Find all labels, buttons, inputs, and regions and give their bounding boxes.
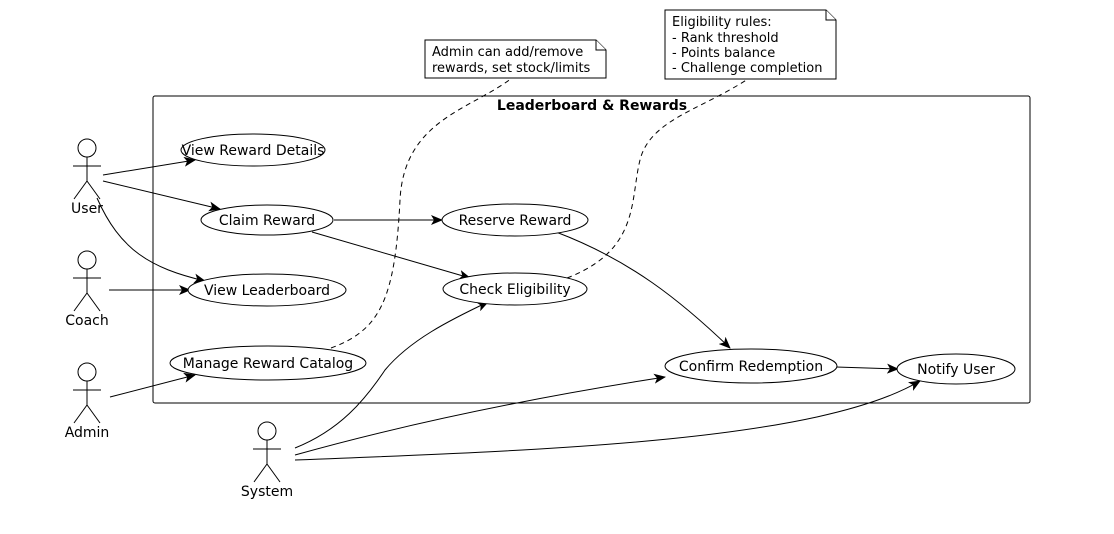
use-case-label: View Reward Details	[182, 143, 325, 159]
note-eligibility-line-1: Eligibility rules:	[672, 15, 772, 30]
use-case-label: Notify User	[917, 362, 995, 378]
edge-system-check-eligibility	[294, 301, 489, 449]
actor-coach[interactable]: Coach	[65, 250, 109, 329]
use-case-view-reward-details[interactable]: View Reward Details	[180, 133, 326, 167]
use-case-check-eligibility[interactable]: Check Eligibility	[442, 272, 588, 306]
note-eligibility-line-2: - Rank threshold	[672, 31, 779, 46]
edge-reserve-confirm	[555, 231, 731, 349]
use-case-label: Claim Reward	[219, 213, 315, 229]
note-link-admin	[330, 77, 513, 349]
use-case-manage-reward-catalog[interactable]: Manage Reward Catalog	[169, 345, 367, 381]
actor-label: Coach	[65, 313, 109, 329]
edge-user-view-leaderboard	[96, 197, 206, 284]
note-link-eligibility	[566, 78, 749, 279]
actor-label: User	[71, 201, 103, 217]
actor-system[interactable]: System	[241, 421, 293, 500]
use-case-notify-user[interactable]: Notify User	[896, 353, 1016, 385]
note-admin-line-2: rewards, set stock/limits	[432, 61, 591, 76]
system-boundary	[152, 95, 1031, 404]
edge-user-view-reward-details	[102, 156, 196, 176]
use-case-label: Reserve Reward	[459, 213, 572, 229]
actor-label: System	[241, 484, 293, 500]
use-case-label: View Leaderboard	[204, 283, 330, 299]
use-case-reserve-reward[interactable]: Reserve Reward	[441, 203, 589, 237]
use-case-label: Confirm Redemption	[679, 359, 823, 375]
note-admin: Admin can add/remove rewards, set stock/…	[424, 39, 607, 79]
use-case-confirm-redemption[interactable]: Confirm Redemption	[664, 348, 838, 384]
note-eligibility-line-4: - Challenge completion	[672, 61, 822, 76]
actor-admin[interactable]: Admin	[65, 362, 110, 441]
edge-claim-check-eligibility	[311, 231, 471, 280]
note-eligibility: Eligibility rules: - Rank threshold - Po…	[664, 9, 837, 80]
edge-system-notify	[294, 380, 921, 461]
use-case-view-leaderboard[interactable]: View Leaderboard	[187, 273, 347, 307]
edge-system-confirm	[294, 373, 666, 456]
actor-label: Admin	[65, 425, 110, 441]
note-admin-line-1: Admin can add/remove	[432, 45, 583, 60]
use-case-label: Check Eligibility	[459, 282, 570, 298]
edge-user-claim-reward	[102, 180, 221, 212]
note-eligibility-line-3: - Points balance	[672, 46, 775, 61]
edge-admin-manage-catalog	[109, 372, 196, 398]
system-title: Leaderboard & Rewards	[497, 98, 687, 114]
actor-user[interactable]: User	[71, 138, 103, 217]
edge-confirm-notify	[835, 363, 899, 374]
use-case-label: Manage Reward Catalog	[183, 356, 353, 372]
use-case-claim-reward[interactable]: Claim Reward	[200, 204, 334, 236]
